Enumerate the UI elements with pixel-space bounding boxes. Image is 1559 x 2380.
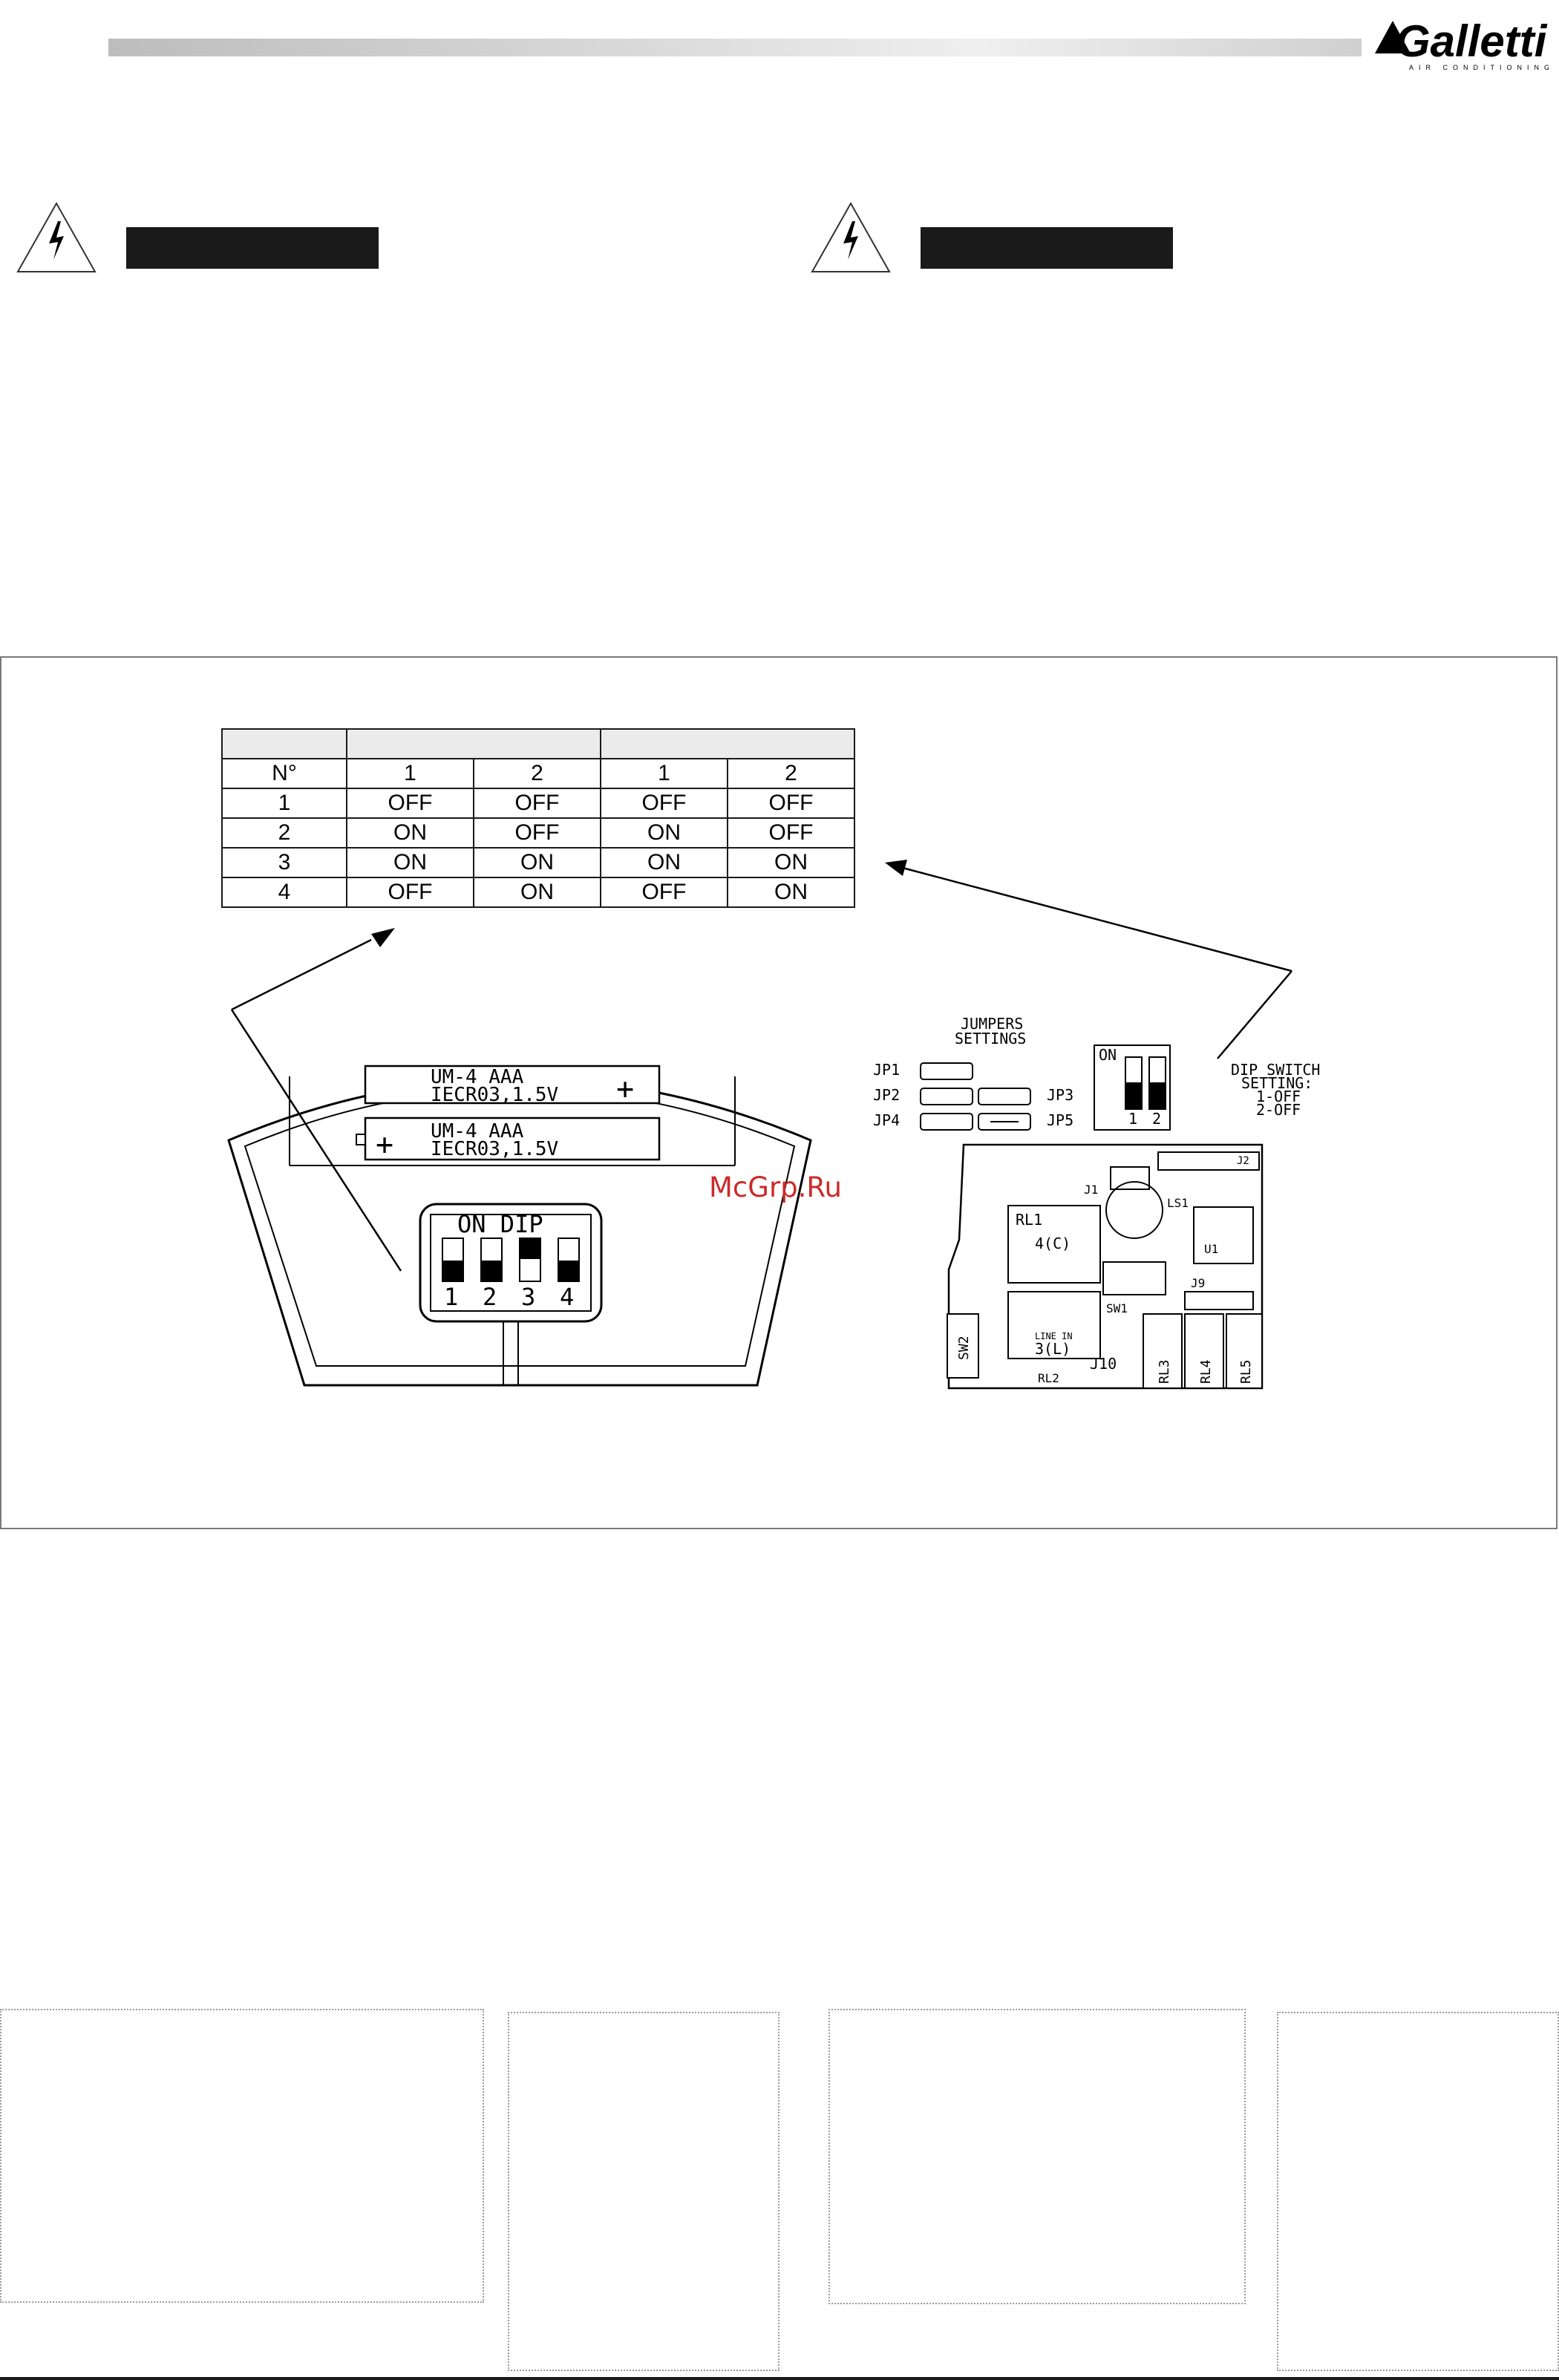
component-label: U1 xyxy=(1204,1242,1218,1256)
column-header: 1 xyxy=(346,758,474,789)
table-cell: 2 xyxy=(221,817,347,849)
component-label: J2 xyxy=(1237,1155,1249,1167)
warning-label-left xyxy=(126,227,379,269)
table-row: 1 OFF OFF OFF OFF xyxy=(221,788,855,819)
table-row: 4 OFF ON OFF ON xyxy=(221,877,855,908)
component-label: SW1 xyxy=(1106,1301,1128,1315)
jumper-label: JP4 xyxy=(873,1111,900,1129)
warning-left xyxy=(15,200,98,278)
dip-setting-note: 1-OFF xyxy=(1256,1088,1301,1105)
jumper-label: JP2 xyxy=(873,1086,900,1104)
high-voltage-warning-icon xyxy=(811,201,891,272)
battery-label: IECR03,1.5V xyxy=(431,1084,558,1106)
table-cell: OFF xyxy=(473,817,601,849)
component-label: RL1 xyxy=(1016,1211,1042,1229)
jumpers-title: JUMPERS xyxy=(961,1017,1023,1033)
table-cell: OFF xyxy=(600,877,728,908)
figure-frame xyxy=(0,656,1558,1529)
warning-label-right xyxy=(921,227,1173,269)
dip-number: 2 xyxy=(483,1283,497,1311)
table-cell: OFF xyxy=(727,817,855,849)
battery-plus: + xyxy=(376,1128,393,1162)
dip-setting-note: DIP SWITCH xyxy=(1231,1061,1320,1079)
high-voltage-warning-icon xyxy=(16,201,97,272)
table-cell: ON xyxy=(346,817,474,849)
table-row: 2 ON OFF ON OFF xyxy=(221,817,855,849)
table-cell: ON xyxy=(727,847,855,878)
column-header: 2 xyxy=(473,758,601,789)
table-cell: OFF xyxy=(473,788,601,819)
brand-subtitle: AIR CONDITIONING xyxy=(1409,64,1555,71)
table-cell: OFF xyxy=(346,877,474,908)
component-label: J9 xyxy=(1191,1276,1205,1290)
dip-title: ON DIP xyxy=(457,1210,543,1238)
header-bar xyxy=(108,39,1362,56)
column-header: N° xyxy=(221,758,347,789)
logo-mark-icon: Galletti AIR CONDITIONING xyxy=(1375,16,1555,71)
battery-plus: + xyxy=(616,1072,634,1106)
jumper-label: JP1 xyxy=(873,1061,900,1079)
brand-name: Galletti xyxy=(1396,16,1548,66)
column-header: 1 xyxy=(600,758,728,789)
column-header: 2 xyxy=(727,758,855,789)
board-dip-number: 2 xyxy=(1152,1110,1161,1128)
component-label: J10 xyxy=(1090,1355,1117,1373)
component-label: J1 xyxy=(1084,1183,1098,1197)
component-label: RL4 xyxy=(1198,1359,1214,1384)
component-label: LS1 xyxy=(1167,1196,1189,1210)
table-row: 3 ON ON ON ON xyxy=(221,847,855,878)
table-header-cell xyxy=(346,728,601,759)
remote-control-drawing: UM-4 AAA IECR03,1.5V + + UM-4 AAA IECR03… xyxy=(227,1065,812,1387)
component-label: LINE IN xyxy=(1035,1331,1073,1341)
dip-number: 1 xyxy=(444,1283,458,1311)
empty-dotted-box xyxy=(828,2009,1246,2304)
bottom-rule xyxy=(0,2377,1559,2380)
dip-number: 4 xyxy=(560,1283,574,1311)
component-label: RL5 xyxy=(1238,1359,1254,1384)
dip-setting-table: N° 1 2 1 2 1 OFF OFF OFF OFF 2 ON OFF ON… xyxy=(221,728,855,908)
jumpers-title: SETTINGS xyxy=(955,1030,1026,1047)
table-cell: OFF xyxy=(346,788,474,819)
table-cell: ON xyxy=(346,847,474,878)
table-cell: ON xyxy=(600,817,728,849)
board-dip-number: 1 xyxy=(1128,1110,1137,1128)
table-cell: 1 xyxy=(221,788,347,819)
table-cell: OFF xyxy=(727,788,855,819)
watermark: McGrp.Ru xyxy=(709,1171,842,1203)
component-label: 3(L) xyxy=(1035,1340,1071,1358)
table-header-cell xyxy=(221,728,347,759)
component-label: RL3 xyxy=(1157,1359,1172,1384)
battery-label: UM-4 AAA xyxy=(431,1120,524,1142)
component-label: 4(C) xyxy=(1035,1235,1071,1252)
battery xyxy=(364,1065,661,1105)
jumper-label: JP5 xyxy=(1047,1111,1073,1129)
empty-dotted-box xyxy=(508,2012,780,2371)
dip-number: 3 xyxy=(521,1283,535,1311)
table-cell: ON xyxy=(600,847,728,878)
table-cell: 3 xyxy=(221,847,347,878)
table-cell: ON xyxy=(473,877,601,908)
table-header-cell xyxy=(600,728,855,759)
table-cell: ON xyxy=(727,877,855,908)
table-cell: ON xyxy=(473,847,601,878)
board-dip-on: ON xyxy=(1099,1046,1117,1064)
empty-dotted-box xyxy=(1277,2012,1559,2371)
table-cell: OFF xyxy=(600,788,728,819)
warning-right xyxy=(809,200,892,278)
pointer-lines xyxy=(230,860,1292,1272)
battery-label: UM-4 AAA xyxy=(431,1066,524,1088)
component-label: SW2 xyxy=(956,1336,972,1360)
empty-dotted-box xyxy=(0,2009,484,2303)
dip-setting-note: SETTING: xyxy=(1241,1074,1313,1092)
dip-setting-note: 2-OFF xyxy=(1256,1101,1301,1119)
jumper-label: JP3 xyxy=(1047,1086,1073,1104)
battery-label: IECR03,1.5V xyxy=(431,1138,558,1160)
control-board-drawing: JUMPERS SETTINGS JP1 JP2 JP3 JP4 JP5 ON … xyxy=(873,1017,1320,1390)
component-label: RL2 xyxy=(1038,1371,1059,1385)
galletti-logo: Galletti AIR CONDITIONING xyxy=(1366,7,1559,74)
table-cell: 4 xyxy=(221,877,347,908)
